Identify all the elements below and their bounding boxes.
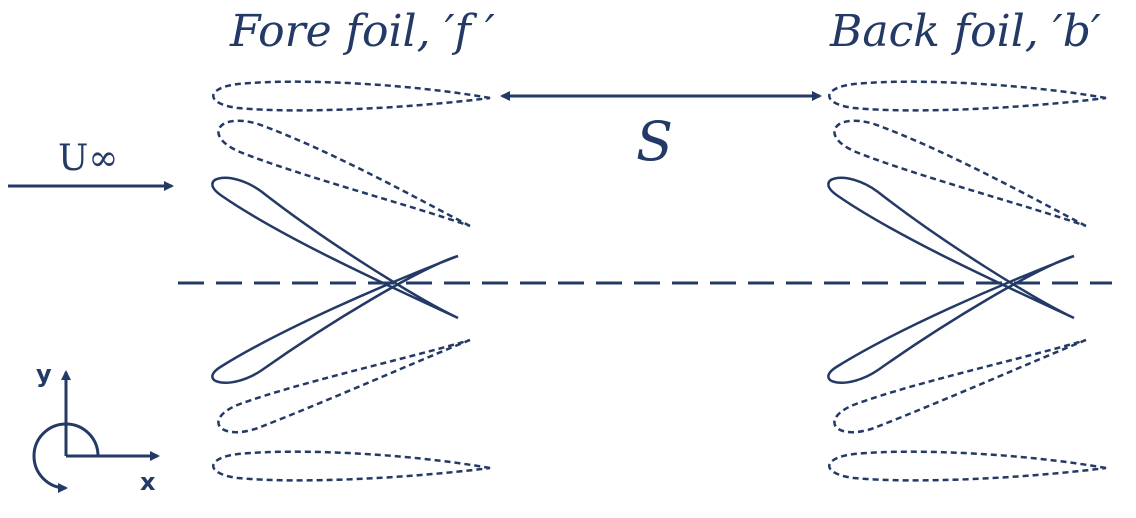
y-axis-label: y <box>36 360 52 388</box>
fore-foil-dashed-bottom <box>212 450 491 482</box>
fore-foil-title: Fore foil, ′f ′ <box>229 6 495 57</box>
fore-foil-dashed-lower <box>217 338 471 434</box>
fore-foil-dashed-upper <box>217 119 471 228</box>
back-foil-solid-lower <box>827 254 1075 384</box>
back-foil-dashed-lower <box>833 338 1087 434</box>
back-foil-dashed-top <box>828 80 1107 112</box>
x-axis-label: x <box>140 468 156 496</box>
freestream-label: U∞ <box>58 138 118 179</box>
back-foil-dashed-upper <box>833 119 1087 228</box>
back-foil-dashed-bottom <box>828 450 1107 482</box>
fore-foil-dashed-top <box>212 80 491 112</box>
fore-foil-solid-upper <box>211 176 459 320</box>
back-foil-group <box>827 80 1107 482</box>
fore-foil-group <box>211 80 491 482</box>
rotation-arrow-icon <box>32 422 100 493</box>
back-foil-title: Back foil, ′b′ <box>829 6 1101 57</box>
coordinate-axes: y x <box>32 360 160 496</box>
spacing-label: S <box>636 110 673 173</box>
fore-foil-solid-lower <box>211 254 459 384</box>
back-foil-solid-upper <box>827 176 1075 320</box>
